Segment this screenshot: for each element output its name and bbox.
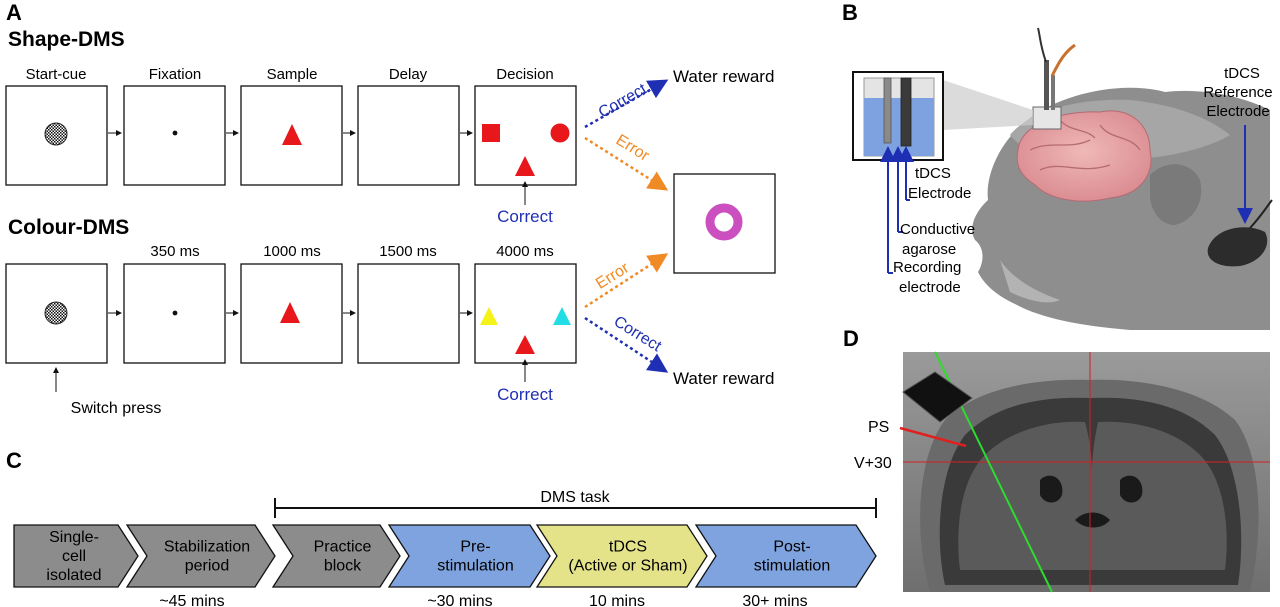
shape-fixation-box [123, 85, 226, 186]
choice-yellow-triangle [480, 307, 498, 325]
error-feedback-box [673, 173, 776, 274]
colour-water-reward: Water reward [673, 369, 774, 388]
duration-delay: 1500 ms [379, 243, 437, 260]
sample-red-triangle [282, 124, 302, 145]
timeline-step-label: Pre- [460, 539, 490, 556]
error-magenta-ring [705, 203, 743, 241]
shape-delay-box [357, 85, 460, 186]
choice-red-triangle [515, 156, 535, 176]
v30-label: V+30 [854, 455, 892, 472]
zoom-beam [943, 80, 1033, 130]
choice-red-triangle [515, 335, 535, 354]
stage-label-sample: Sample [267, 66, 318, 83]
reference-label-3: Electrode [1206, 103, 1269, 120]
fixation-dot [172, 130, 178, 136]
time-pre-stimulation: ~30 mins [427, 593, 492, 607]
monkey-head-illustration [972, 87, 1270, 331]
start-cue-checker [44, 122, 68, 146]
chamber-inset [852, 71, 944, 161]
stage-label-decision: Decision [496, 66, 554, 83]
reference-label-1: tDCS [1224, 65, 1260, 82]
tdcs-electrode-label-1: tDCS [915, 165, 951, 182]
shape-correct-label: Correct [596, 80, 650, 121]
recording-chamber [1032, 27, 1076, 130]
timeline-chevrons: Single-cell isolated Stabilization period Pr… [13, 524, 877, 588]
brain-illustration [1016, 110, 1152, 202]
stage-label-start-cue: Start-cue [26, 66, 87, 83]
timeline-step-label: block [324, 558, 362, 575]
tdcs-electrode-label-2: Electrode [908, 185, 971, 202]
timeline-step-label: Post- [773, 539, 810, 556]
colour-dms-title: Colour-DMS [8, 216, 129, 239]
panel-label-a: A [6, 0, 22, 25]
colour-correct-arrow [584, 316, 669, 373]
reference-electrode-pad [1207, 199, 1273, 267]
choice-red-circle [550, 123, 570, 143]
duration-sample: 1000 ms [263, 243, 321, 260]
shape-error-label: Error [613, 132, 653, 166]
timeline-step-0 [13, 524, 139, 588]
panel-label-b: B [842, 0, 858, 25]
timeline-step-label: Practice [314, 539, 372, 556]
dms-task-bracket [274, 498, 877, 518]
timeline-step-label: cell [62, 548, 86, 565]
recording-electrode-label-2: electrode [899, 279, 961, 296]
shape-dms-title: Shape-DMS [8, 28, 125, 51]
ps-label: PS [868, 419, 889, 436]
correct-pointer-label: Correct [497, 385, 553, 404]
time-stabilization: ~45 mins [159, 593, 224, 607]
fixation-dot [172, 310, 178, 316]
duration-decision: 4000 ms [496, 243, 554, 260]
panel-label-c: C [6, 448, 22, 473]
timeline-step-label: stimulation [754, 558, 830, 575]
choice-red-square [482, 124, 500, 142]
time-post-stimulation: 30+ mins [742, 593, 807, 607]
colour-error-arrow [584, 253, 669, 309]
timeline-step-3 [387, 524, 551, 588]
sample-red-triangle [280, 302, 300, 323]
timeline-step-label: Stabilization [164, 539, 250, 556]
conductive-agarose-label-1: Conductive [900, 221, 975, 238]
conductive-agarose-label-2: agarose [902, 241, 956, 258]
correct-pointer-label: Correct [497, 207, 553, 226]
reference-label-2: Reference [1203, 84, 1272, 101]
panel-label-d: D [843, 326, 859, 351]
choice-cyan-triangle [553, 307, 571, 325]
switch-press-label: Switch press [71, 400, 162, 417]
timeline-step-5 [694, 524, 877, 588]
colour-error-label: Error [593, 259, 633, 293]
start-cue-checker [44, 301, 68, 325]
timeline-step-2 [271, 524, 401, 588]
recording-electrode-label-1: Recording [893, 259, 961, 276]
timeline-step-4 [535, 524, 708, 588]
stage-label-delay: Delay [389, 66, 428, 83]
recording-chamber-marker [902, 371, 973, 423]
dms-task-label: DMS task [540, 489, 610, 506]
shape-water-reward: Water reward [673, 67, 774, 86]
timeline-step-label: isolated [46, 567, 101, 584]
timeline-step-label: stimulation [437, 558, 513, 575]
timeline-step-label: (Active or Sham) [568, 558, 687, 575]
time-tdcs: 10 mins [589, 593, 645, 607]
timeline-step-label: tDCS [609, 539, 647, 556]
ps-pointer-line [899, 426, 967, 448]
colour-correct-label: Correct [611, 313, 665, 356]
timeline-step-label: period [185, 558, 229, 575]
timeline-step-1 [125, 524, 276, 588]
stage-label-fixation: Fixation [149, 66, 202, 83]
colour-delay-box [357, 263, 460, 364]
duration-fixation: 350 ms [150, 243, 199, 260]
timeline-step-label: Single- [49, 529, 99, 546]
